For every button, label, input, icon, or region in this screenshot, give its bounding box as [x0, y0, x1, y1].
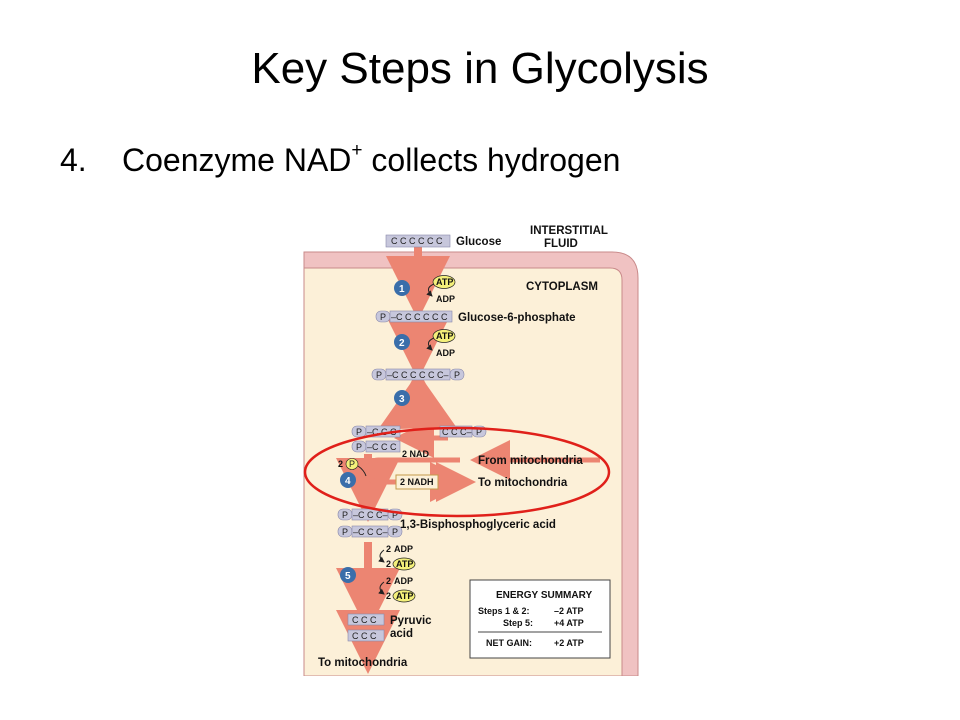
arrow-split-right — [386, 371, 459, 430]
pyruvate-chain-1: C C C — [352, 615, 377, 625]
atp-label-3: ATP — [396, 559, 413, 569]
two-atp-count-2: 2 — [386, 591, 391, 601]
energy-row1-value: –2 ATP — [554, 606, 584, 616]
nad-label: 2 NAD — [402, 449, 430, 459]
atp-badge-3 — [392, 557, 416, 571]
interstitial-label-2: FLUID — [544, 238, 578, 250]
phosphate-triose-left: P — [356, 427, 362, 437]
step-4-number: 4 — [345, 476, 351, 487]
energy-net-label: NET GAIN: — [486, 638, 532, 648]
slide-title: Key Steps in Glycolysis — [251, 44, 709, 93]
step-3-number: 3 — [399, 394, 405, 405]
nadh-label: 2 NADH — [400, 477, 434, 487]
pyruvic-label-2: acid — [390, 628, 413, 640]
step-3-circle — [394, 390, 410, 406]
glucose-chain: C C C C C C — [391, 236, 443, 246]
triose2-chain: –C C C — [367, 442, 397, 452]
energy-summary-title: ENERGY SUMMARY — [496, 590, 592, 601]
energy-summary: ENERGY SUMMARY Steps 1 & 2: –2 ATP Step … — [469, 579, 611, 659]
pyruvic-label-1: Pyruvic — [390, 615, 432, 627]
phosphate-in-badge — [345, 458, 359, 470]
pyruvate-chain-2: C C C — [352, 631, 377, 641]
two-atp-count-1: 2 — [386, 559, 391, 569]
bullet-number: 4. — [60, 142, 87, 178]
triose-chain-left: –C C C — [367, 427, 397, 437]
from-mito-label: From mitochondria — [478, 455, 583, 467]
phosphate-fbp-right: P — [454, 370, 460, 380]
energy-row2-value: +4 ATP — [554, 618, 584, 628]
step-2-circle — [394, 334, 410, 350]
adp-label-4: ADP — [394, 576, 413, 586]
atp-badge-4 — [392, 589, 416, 603]
phosphate-bpg1-right: P — [392, 510, 398, 520]
two-p-count: 2 — [338, 459, 343, 469]
arrow-nad-loop — [367, 457, 470, 502]
bullet-text-before: Coenzyme NAD — [122, 142, 352, 178]
atp-badge-2 — [432, 329, 456, 343]
step-1-circle — [394, 280, 410, 296]
two-adp-count-2: 2 — [386, 576, 391, 586]
bpg-label: 1,3-Bisphosphoglyceric acid — [400, 519, 556, 531]
cytoplasm-label: CYTOPLASM — [526, 281, 598, 293]
two-adp-count-1: 2 — [386, 544, 391, 554]
phosphate-fbp-left: P — [376, 370, 382, 380]
phosphate-g6p: P — [380, 312, 386, 322]
phosphate-bpg1-left: P — [342, 510, 348, 520]
bullet-text-after: collects hydrogen — [362, 142, 621, 178]
bullet-point: 4. Coenzyme NAD+ collects hydrogen — [60, 140, 621, 179]
to-mito-label: To mitochondria — [478, 477, 568, 489]
phosphate-in: P — [349, 459, 355, 469]
fbp-chain: –C C C C C C– — [387, 370, 449, 380]
phosphate-triose2: P — [356, 442, 362, 452]
energy-row1-label: Steps 1 & 2: — [478, 606, 530, 616]
atp-label-1: ATP — [436, 277, 453, 287]
step-5-circle — [340, 567, 356, 583]
atp-badge-1 — [432, 275, 456, 289]
highlight-ellipse — [303, 426, 611, 518]
atp-label-4: ATP — [396, 591, 413, 601]
g6p-chain: –C C C C C C — [391, 312, 448, 322]
glycolysis-diagram: INTERSTITIAL FLUID CYTOPLASM C C C C C C… — [300, 218, 650, 676]
to-mito-bottom-label: To mitochondria — [318, 657, 408, 669]
g6p-label: Glucose-6-phosphate — [458, 312, 576, 324]
bullet-superscript: + — [351, 140, 363, 161]
energy-row2-label: Step 5: — [503, 618, 533, 628]
step-5-number: 5 — [345, 571, 351, 582]
step-4-circle — [340, 472, 356, 488]
glucose-chain-box — [385, 234, 451, 248]
atp-label-2: ATP — [436, 331, 453, 341]
adp-label-3: ADP — [394, 544, 413, 554]
adp-label-2: ADP — [436, 348, 455, 358]
nadh-box — [395, 474, 439, 490]
phosphate-bpg2-left: P — [342, 527, 348, 537]
phosphate-triose-right: P — [476, 427, 482, 437]
bpg-chain-1: –C C C– — [353, 510, 388, 520]
energy-net-value: +2 ATP — [554, 638, 584, 648]
step-2-number: 2 — [399, 338, 405, 349]
interstitial-label-1: INTERSTITIAL — [530, 225, 608, 237]
step-1-number: 1 — [399, 284, 405, 295]
adp-label-1: ADP — [436, 294, 455, 304]
phosphate-bpg2-right: P — [392, 527, 398, 537]
glucose-label: Glucose — [456, 236, 501, 248]
triose-chain-right: C C C– — [442, 427, 472, 437]
bpg-chain-2: –C C C– — [353, 527, 388, 537]
